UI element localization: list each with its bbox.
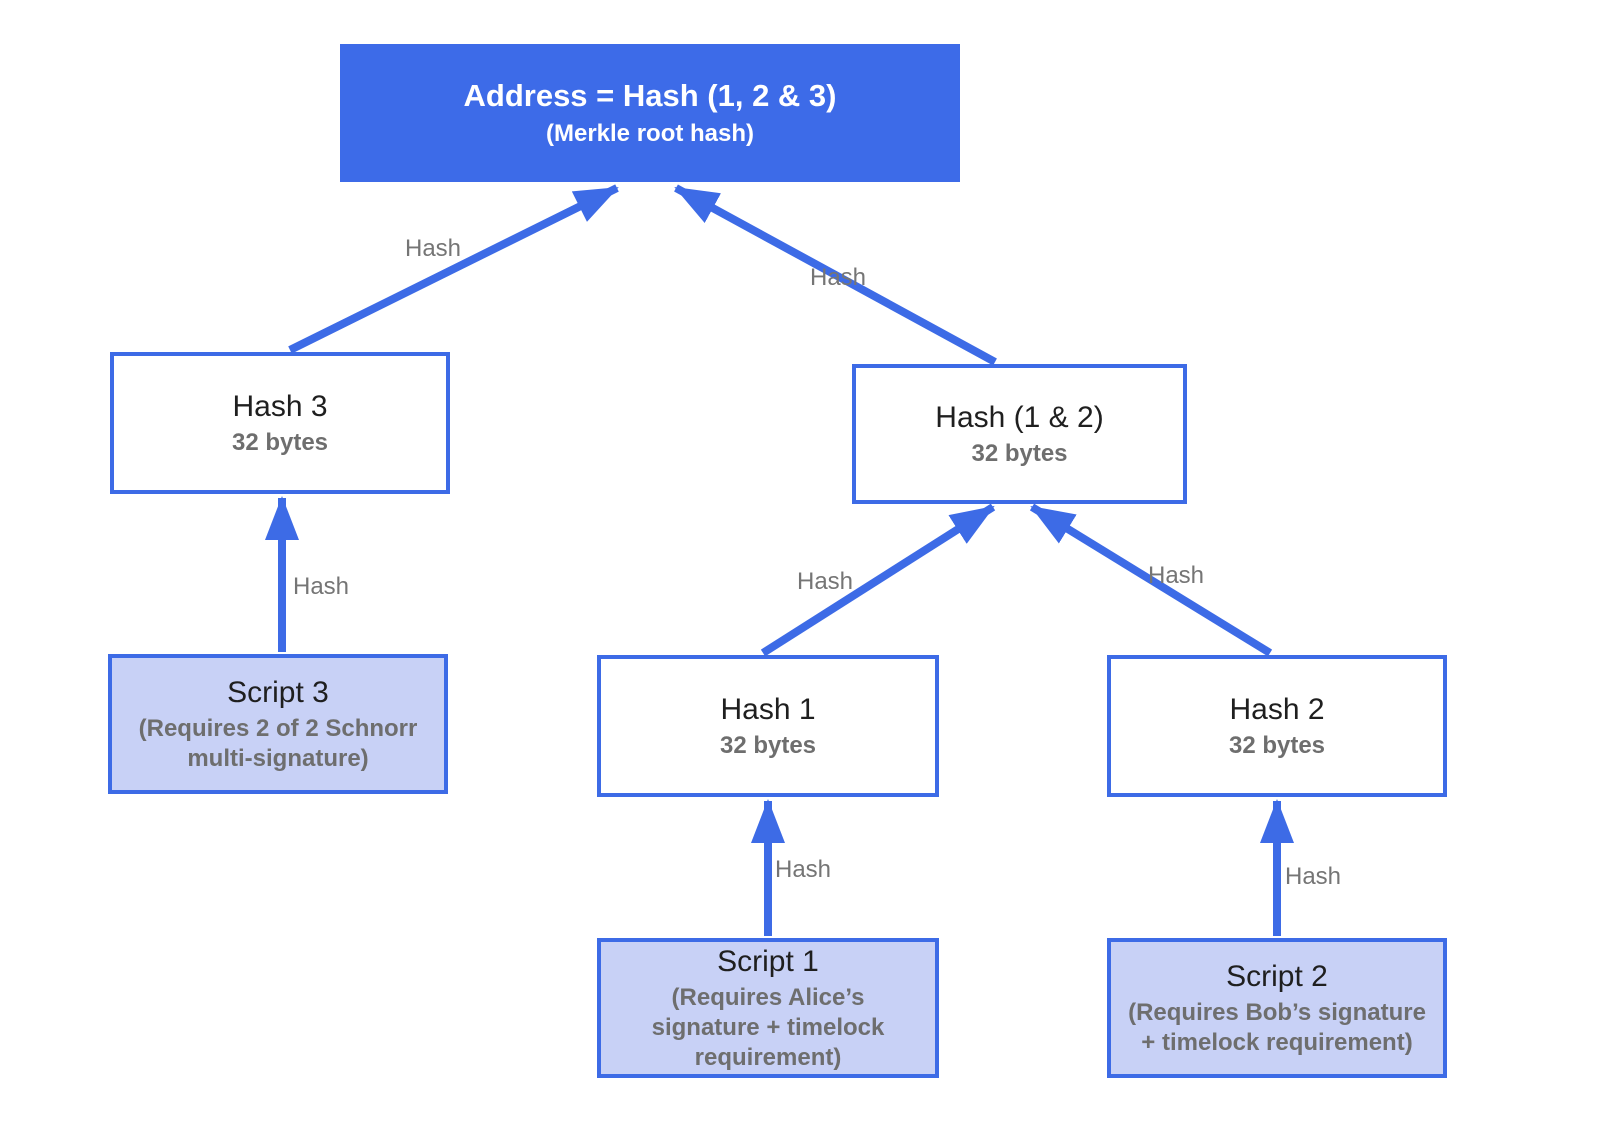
hash-1-subtitle: 32 bytes <box>719 731 817 759</box>
script-2-subtitle: (Requires Bob’s signature + timelock req… <box>1128 998 1426 1056</box>
arrow-hash1-to-hash12 <box>760 503 996 657</box>
edge-label-script3-to-hash3: Hash <box>293 573 350 600</box>
edge-label-script1-to-hash1: Hash <box>775 856 832 883</box>
node-script-3: Script 3 (Requires 2 of 2 Schnorr multi-… <box>108 654 448 794</box>
script-3-title: Script 3 <box>227 676 329 710</box>
arrow-hash3-to-root <box>288 184 619 354</box>
node-script-1: Script 1 (Requires Alice’s signature + t… <box>597 938 939 1078</box>
script-1-title: Script 1 <box>717 945 819 979</box>
edge-label-hash3-to-root: Hash <box>405 235 462 262</box>
node-hash-1-2: Hash (1 & 2) 32 bytes <box>852 364 1187 504</box>
edge-label-hash12-to-root: Hash <box>810 264 867 291</box>
edge-label-hash2-to-hash12: Hash <box>1148 562 1205 589</box>
hash-1-2-title: Hash (1 & 2) <box>935 401 1104 435</box>
address-root-subtitle: (Merkle root hash) <box>545 120 755 148</box>
edge-label-script2-to-hash2: Hash <box>1285 863 1342 890</box>
edge-label-hash1-to-hash12: Hash <box>797 568 854 595</box>
node-script-2: Script 2 (Requires Bob’s signature + tim… <box>1107 938 1447 1078</box>
node-address-root: Address = Hash (1, 2 & 3) (Merkle root h… <box>340 44 960 182</box>
address-root-title: Address = Hash (1, 2 & 3) <box>463 77 837 113</box>
hash-1-2-subtitle: 32 bytes <box>971 439 1068 467</box>
node-hash-1: Hash 1 32 bytes <box>597 655 939 797</box>
script-3-subtitle: (Requires 2 of 2 Schnorr multi-signature… <box>138 714 418 772</box>
arrow-hash12-to-root <box>674 184 997 366</box>
hash-1-title: Hash 1 <box>720 693 816 727</box>
arrow-hash2-to-hash12 <box>1029 503 1273 657</box>
script-1-subtitle: (Requires Alice’s signature + timelock r… <box>651 983 885 1071</box>
hash-2-title: Hash 2 <box>1229 693 1325 727</box>
node-hash-2: Hash 2 32 bytes <box>1107 655 1447 797</box>
node-hash-3: Hash 3 32 bytes <box>110 352 450 494</box>
hash-2-subtitle: 32 bytes <box>1228 731 1326 759</box>
hash-3-subtitle: 32 bytes <box>231 428 329 456</box>
hash-3-title: Hash 3 <box>232 390 328 424</box>
script-2-title: Script 2 <box>1226 960 1328 994</box>
